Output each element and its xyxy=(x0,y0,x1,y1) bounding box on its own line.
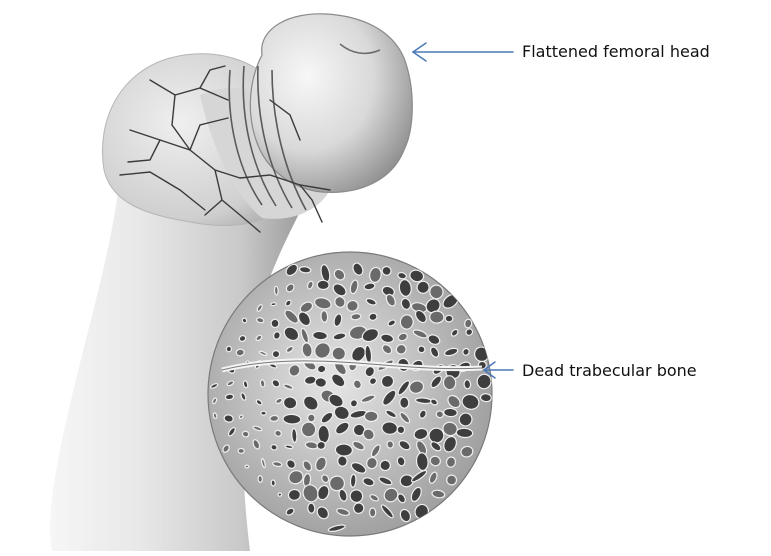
trabecular-pore xyxy=(242,431,249,438)
trabecular-pore xyxy=(261,411,266,415)
trabecular-pore xyxy=(317,280,329,289)
trabecular-pore xyxy=(321,310,328,322)
trabecular-pore xyxy=(238,448,244,453)
label-flattened-femoral-head: Flattened femoral head xyxy=(522,42,710,62)
trabecular-disc xyxy=(208,252,492,536)
arrow-left-icon xyxy=(413,43,513,61)
trabecular-pore xyxy=(335,443,353,456)
trabecular-pore xyxy=(291,428,297,442)
trabecular-pore xyxy=(307,503,315,513)
trabecular-pore xyxy=(271,480,276,486)
trabecular-pore xyxy=(350,474,356,487)
trabecular-pore xyxy=(429,311,444,323)
trabecular-pore xyxy=(443,408,457,417)
trabecular-pore xyxy=(397,426,405,434)
trabecular-pore xyxy=(225,394,234,401)
trabecular-pore xyxy=(270,415,279,422)
trabecular-pore xyxy=(258,475,263,482)
trabecular-pore xyxy=(301,422,316,437)
trabecular-pore xyxy=(369,508,375,517)
trabecular-pore xyxy=(400,315,414,330)
trabecular-pore xyxy=(365,411,378,421)
trabecular-pore xyxy=(480,393,492,402)
trabecular-pore xyxy=(445,315,453,322)
trabecular-pore xyxy=(274,286,278,295)
trabecular-pore xyxy=(260,379,265,387)
trabecular-pore xyxy=(283,414,301,425)
trabecular-pore xyxy=(226,346,232,353)
trabecular-pore xyxy=(464,380,471,390)
label-dead-trabecular-bone: Dead trabecular bone xyxy=(522,361,697,381)
trabecular-pore xyxy=(400,397,409,408)
trabecular-pore xyxy=(271,302,277,306)
trabecular-pore xyxy=(278,493,282,497)
trabecular-pore xyxy=(307,414,315,422)
trabecular-pore xyxy=(272,350,280,358)
trabecular-pore xyxy=(245,465,249,468)
